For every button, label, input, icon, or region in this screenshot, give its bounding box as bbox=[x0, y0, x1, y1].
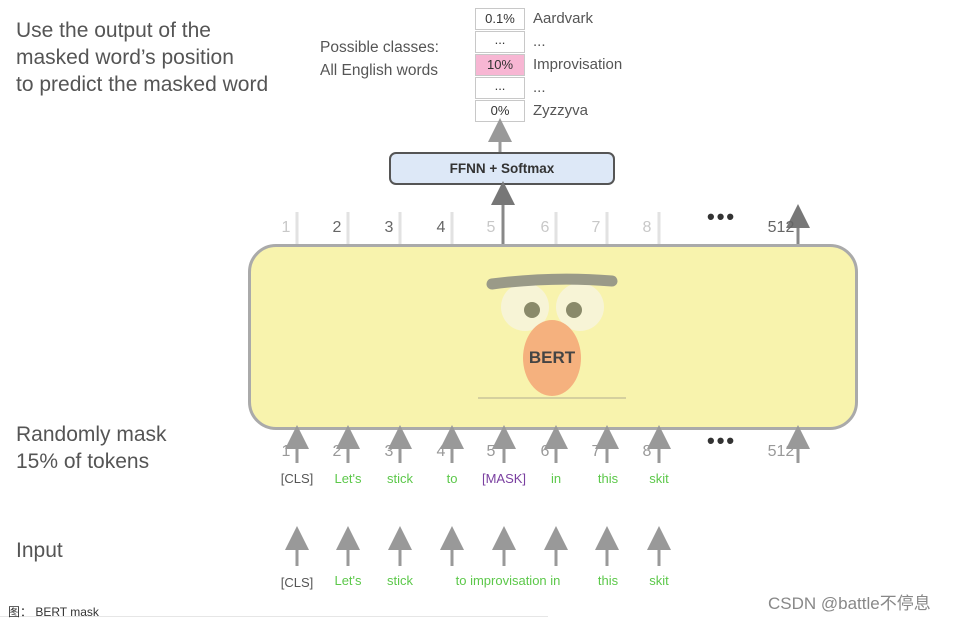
figure-caption: 图： BERT mask bbox=[8, 605, 99, 619]
output-position-1: 1 bbox=[281, 219, 291, 236]
class-name-ellipsis: ... bbox=[533, 79, 546, 96]
output-position-3: 3 bbox=[384, 219, 394, 236]
input-token-arrows bbox=[285, 526, 671, 566]
mask-heading: Randomly mask 15% of tokens bbox=[16, 423, 167, 473]
masked-token-lets: Let's bbox=[334, 471, 362, 486]
class-prob-ellipsis: ... bbox=[475, 77, 525, 99]
class-name-aardvark: Aardvark bbox=[533, 10, 594, 27]
input-token-this: this bbox=[597, 573, 619, 588]
input-token-lets: Let's bbox=[334, 573, 362, 588]
input-position-8: 8 bbox=[642, 443, 652, 460]
output-ellipsis: ••• bbox=[707, 204, 737, 229]
class-name-zyzzyva: Zyzzyva bbox=[533, 102, 589, 119]
possible-classes-label: Possible classes: All English words bbox=[320, 39, 439, 79]
input-position-4: 4 bbox=[436, 443, 446, 460]
input-position-5: 5 bbox=[486, 443, 496, 460]
input-token-cls: [CLS] bbox=[280, 575, 314, 590]
input-position-2: 2 bbox=[332, 443, 342, 460]
masked-token-arrows bbox=[285, 425, 810, 463]
masked-token-this: this bbox=[597, 471, 619, 486]
input-token-skit: skit bbox=[649, 573, 669, 588]
output-position-512: 512 bbox=[767, 219, 795, 236]
input-position-3: 3 bbox=[384, 443, 394, 460]
class-prob-ellipsis: ... bbox=[475, 31, 525, 53]
input-ellipsis: ••• bbox=[707, 428, 737, 453]
class-prob-improvisation: 10% bbox=[475, 54, 525, 76]
masked-token-skit: skit bbox=[649, 471, 669, 486]
output-position-8: 8 bbox=[642, 219, 652, 236]
input-position-1: 1 bbox=[281, 443, 291, 460]
output-position-5: 5 bbox=[486, 219, 496, 236]
class-name-ellipsis: ... bbox=[533, 33, 546, 50]
faded-output-arrows bbox=[295, 212, 661, 244]
masked-token-stick: stick bbox=[387, 471, 413, 486]
input-position-512: 512 bbox=[767, 443, 795, 460]
input-token-to-improvisation-in: to improvisation in bbox=[455, 573, 561, 588]
output-position-4: 4 bbox=[436, 219, 446, 236]
input-token-stick: stick bbox=[387, 573, 413, 588]
masked-token-in: in bbox=[550, 471, 562, 486]
bert-face-illustration bbox=[478, 273, 626, 399]
class-name-improvisation: Improvisation bbox=[533, 56, 623, 73]
output-position-2: 2 bbox=[332, 219, 342, 236]
bert-label: BERT bbox=[528, 348, 576, 367]
output-position-7: 7 bbox=[591, 219, 601, 236]
input-heading: Input bbox=[16, 539, 63, 562]
class-prob-aardvark: 0.1% bbox=[475, 8, 525, 30]
masked-token-to: to bbox=[446, 471, 458, 486]
class-prob-zyzzyva: 0% bbox=[475, 100, 525, 122]
masked-token-cls: [CLS] bbox=[280, 471, 314, 486]
input-position-6: 6 bbox=[540, 443, 550, 460]
output-heading: Use the output of the masked word’s posi… bbox=[16, 19, 269, 96]
output-position-6: 6 bbox=[540, 219, 550, 236]
masked-token-mask: [MASK] bbox=[481, 471, 527, 486]
ffnn-softmax-box: FFNN + Softmax bbox=[389, 152, 615, 185]
input-position-7: 7 bbox=[591, 443, 601, 460]
watermark: CSDN @battle不停息 bbox=[768, 594, 931, 613]
